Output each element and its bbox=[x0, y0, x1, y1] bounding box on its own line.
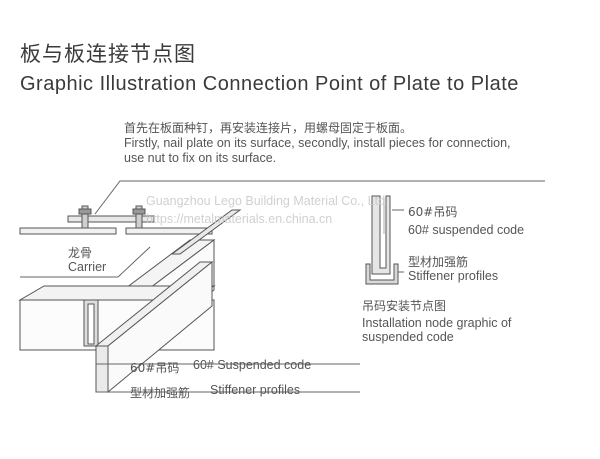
top-plate-left bbox=[19, 227, 117, 235]
side-suspended-label-en: 60# suspended code bbox=[408, 223, 525, 237]
carrier-label-en: Carrier bbox=[68, 260, 107, 274]
stiffener-label-zh: 型材加强筋 bbox=[130, 386, 191, 400]
stiffener-profile-shape bbox=[365, 263, 399, 285]
install-node-label-zh: 吊码安装节点图 bbox=[362, 299, 447, 313]
instruction-leader-line bbox=[94, 180, 545, 215]
instruction-en: Firstly, nail plate on its surface, seco… bbox=[124, 136, 511, 165]
instruction-zh: 首先在板面种钉，再安装连接片，用螺母固定于板面。 bbox=[124, 121, 413, 135]
side-suspended-label-zh: 60#吊码 bbox=[408, 205, 458, 219]
nut-left bbox=[78, 208, 92, 215]
page-title-zh: 板与板连接节点图 bbox=[20, 42, 196, 66]
carrier-rail bbox=[170, 209, 242, 255]
carrier-label-zh: 龙骨 bbox=[68, 246, 93, 260]
connection-piece bbox=[67, 215, 155, 223]
bolt-left bbox=[81, 205, 89, 229]
page-title-en: Graphic Illustration Connection Point of… bbox=[20, 73, 519, 95]
install-node-label-en: Installation node graphic of suspended c… bbox=[362, 316, 512, 344]
suspended-code-label-en: 60# Suspended code bbox=[193, 358, 312, 372]
top-plate-right bbox=[125, 227, 213, 235]
watermark-url: https://metalmaterials.en.china.cn bbox=[146, 212, 333, 226]
side-stiffener-label-zh: 型材加强筋 bbox=[408, 255, 469, 269]
stiffener-label-en: Stiffener profiles bbox=[210, 383, 301, 397]
watermark-company: Guangzhou Lego Building Material Co., Lt… bbox=[146, 194, 389, 208]
bolt-right bbox=[135, 205, 143, 229]
suspended-code-label-zh: 60#吊码 bbox=[130, 361, 180, 375]
carrier-leader-line bbox=[20, 246, 151, 278]
suspended-code-profile bbox=[371, 195, 391, 275]
nut-right bbox=[132, 208, 146, 215]
side-stiffener-label-en: Stiffener profiles bbox=[408, 269, 499, 283]
